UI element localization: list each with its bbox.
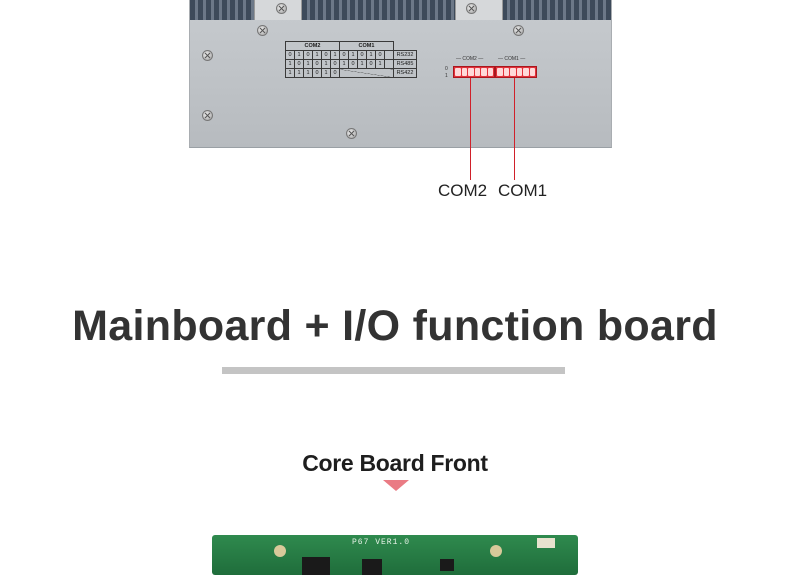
- chip: [302, 557, 330, 575]
- screw-icon: [513, 25, 524, 36]
- screw-icon: [202, 50, 213, 61]
- pcb-silkscreen-label: P67 VER1.0: [352, 538, 411, 547]
- screw-icon: [276, 3, 287, 14]
- callout-line-com2: [470, 78, 471, 180]
- section-heading: Mainboard + I/O function board: [72, 302, 718, 350]
- connector: [537, 538, 555, 548]
- triangle-down-icon: [383, 480, 409, 491]
- device-side-panel: COM2 COM1 0 1 0 1 0 1 0 1 0 1 0 RS232 1 …: [189, 0, 612, 148]
- heatsink-mount-block: [455, 0, 503, 20]
- screw-icon: [257, 25, 268, 36]
- callout-label-com2: COM2: [438, 181, 488, 200]
- dip-group-label-com1: — COM1 —: [498, 56, 526, 62]
- dip-row-label: 1: [445, 73, 448, 79]
- mounting-hole-icon: [274, 545, 286, 557]
- chip: [440, 559, 454, 571]
- heading-underline: [222, 367, 565, 374]
- core-board-photo: P67 VER1.0: [212, 535, 578, 575]
- screw-icon: [202, 110, 213, 121]
- dip-setting-table: COM2 COM1 0 1 0 1 0 1 0 1 0 1 0 RS232 1 …: [285, 41, 417, 78]
- table-header-com1: COM1: [339, 41, 394, 51]
- dip-switch-com2: [453, 66, 495, 78]
- mode-label: RS232: [393, 50, 417, 60]
- table-row: 1 1 1 0 1 0 RS422: [285, 68, 417, 78]
- screw-icon: [346, 128, 357, 139]
- mounting-hole-icon: [490, 545, 502, 557]
- callout-line-com1: [514, 78, 515, 180]
- mode-label: RS422: [393, 68, 417, 78]
- callout-label-com1: COM1: [498, 181, 548, 200]
- table-row: 0 1 0 1 0 1 0 1 0 1 0 RS232: [285, 50, 417, 60]
- dip-row-label: 0: [445, 66, 448, 72]
- dip-group-label-com2: — COM2 —: [456, 56, 484, 62]
- chip: [362, 559, 382, 575]
- table-header-com2: COM2: [285, 41, 340, 51]
- subsection-heading: Core Board Front: [302, 450, 488, 476]
- screw-icon: [466, 3, 477, 14]
- table-row: 1 0 1 0 1 0 1 0 1 0 1 RS485: [285, 59, 417, 69]
- mode-label: RS485: [393, 59, 417, 69]
- dip-switch-com1: [495, 66, 537, 78]
